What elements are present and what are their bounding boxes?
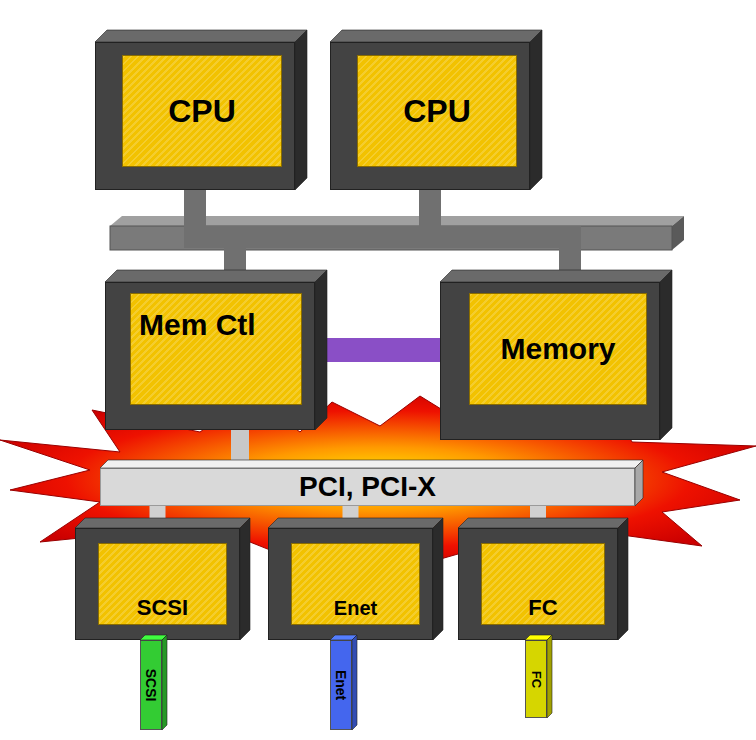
fc-card: FC — [458, 528, 618, 640]
cable-label: FC — [529, 670, 544, 687]
box-side-face — [433, 518, 443, 640]
box-top-face — [75, 518, 250, 528]
chip-panel: Mem Ctl — [130, 293, 302, 405]
node-label: CPU — [403, 93, 471, 130]
node-label: Mem Ctl — [139, 308, 256, 343]
box-side-face — [295, 30, 307, 190]
memory-box: Memory — [440, 282, 660, 440]
scsi-card: SCSI — [75, 528, 240, 640]
pci-bus-bar: PCI, PCI-X — [100, 468, 635, 506]
box-side-face — [547, 635, 552, 718]
memory-controller-box: Mem Ctl — [105, 282, 315, 430]
chip-panel: CPU — [122, 55, 282, 167]
cpu-box: CPU — [330, 42, 530, 190]
bus-link — [430, 190, 570, 282]
box-top-face — [100, 460, 643, 468]
cable-label: SCSI — [143, 669, 159, 702]
box-side-face — [660, 270, 672, 440]
node-label: FC — [528, 595, 557, 620]
bus-link — [195, 190, 570, 282]
ethernet-card: Enet — [268, 528, 433, 640]
cpu-box: CPU — [95, 42, 295, 190]
box-side-face — [530, 30, 542, 190]
chip-panel: Memory — [469, 293, 647, 405]
ethernet-cable: Enet — [330, 640, 352, 730]
box-side-face — [618, 518, 628, 640]
box-top-face — [105, 270, 327, 282]
box-top-face — [440, 270, 672, 282]
chip-panel: CPU — [357, 55, 517, 167]
chip-panel: FC — [481, 543, 605, 625]
node-label: PCI, PCI-X — [299, 471, 436, 503]
node-label: Enet — [334, 597, 377, 620]
box-side-face — [315, 270, 327, 430]
node-label: SCSI — [137, 595, 188, 620]
box-side-face — [162, 635, 167, 730]
chip-panel: Enet — [291, 543, 420, 625]
box-side-face — [240, 518, 250, 640]
fc-cable: FC — [525, 640, 547, 718]
chip-panel: SCSI — [98, 543, 227, 625]
memory-link — [315, 338, 440, 362]
box-top-face — [268, 518, 443, 528]
cable-label: Enet — [333, 670, 349, 700]
box-top-face — [330, 30, 542, 42]
node-label: CPU — [168, 93, 236, 130]
box-side-face — [635, 460, 643, 506]
box-side-face — [352, 635, 357, 730]
box-top-face — [95, 30, 307, 42]
box-top-face — [458, 518, 628, 528]
node-label: Memory — [500, 332, 615, 367]
scsi-cable: SCSI — [140, 640, 162, 730]
